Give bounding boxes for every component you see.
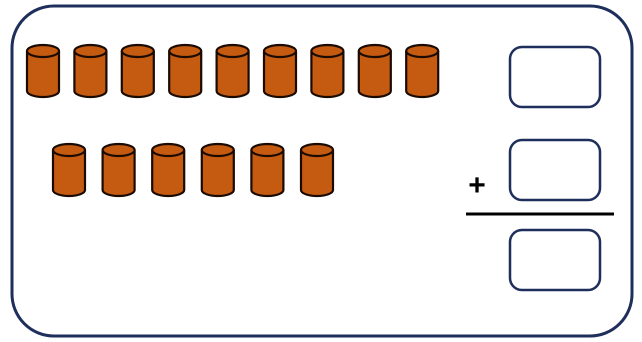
cylinder-icon bbox=[215, 43, 250, 99]
answer-column bbox=[508, 45, 602, 292]
cylinder-icon bbox=[250, 142, 285, 198]
cylinder-row-top bbox=[25, 43, 440, 99]
cylinder-icon bbox=[151, 142, 186, 198]
answer-box-middle[interactable] bbox=[508, 138, 602, 202]
cylinder-row-bottom bbox=[51, 142, 335, 198]
cylinder-icon bbox=[262, 43, 298, 99]
cylinder-icon bbox=[357, 43, 392, 99]
cylinder-icon bbox=[25, 43, 61, 99]
answer-box-top[interactable] bbox=[508, 45, 602, 109]
cylinder-icon bbox=[73, 43, 108, 99]
answer-box-sum[interactable] bbox=[508, 228, 602, 292]
plus-sign: + bbox=[468, 169, 486, 202]
cylinder-icon bbox=[101, 142, 136, 198]
cylinder-icon bbox=[299, 142, 335, 198]
cylinder-icon bbox=[200, 142, 235, 198]
cylinder-icon bbox=[120, 43, 155, 99]
cylinder-icon bbox=[405, 43, 440, 99]
cylinder-icon bbox=[51, 142, 87, 198]
cylinder-icon bbox=[168, 43, 203, 99]
cylinder-icon bbox=[310, 43, 345, 99]
